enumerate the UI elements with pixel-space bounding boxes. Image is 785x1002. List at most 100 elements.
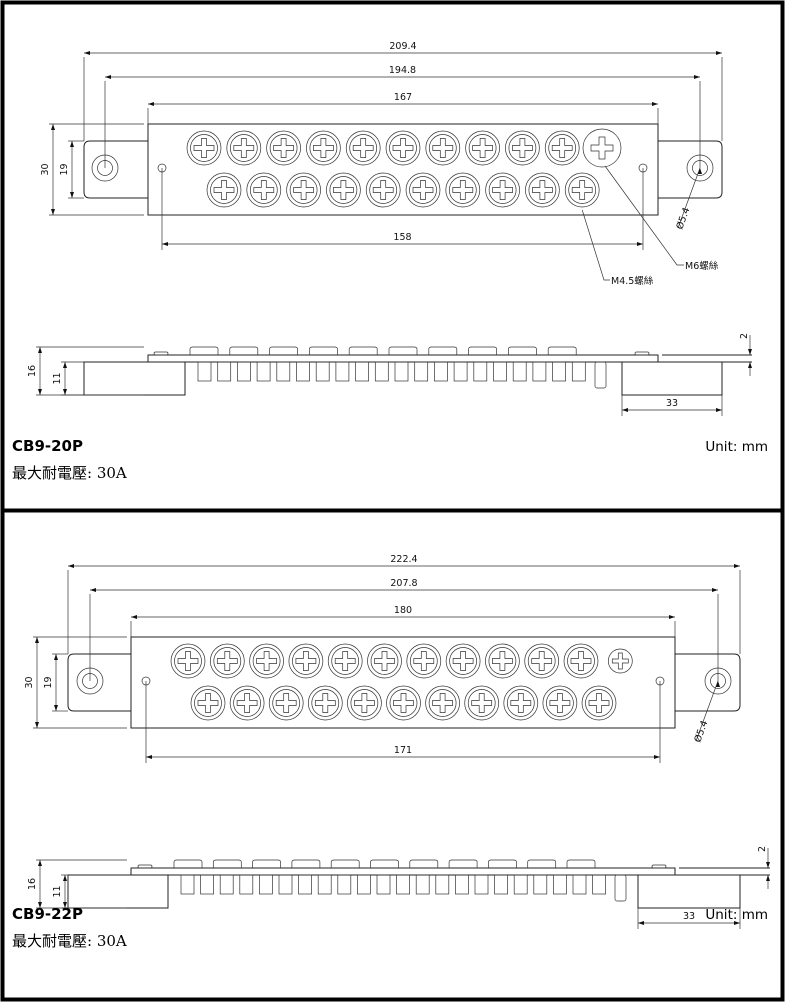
arrowhead: [38, 389, 42, 395]
screw-washer: [306, 130, 341, 166]
terminal-tooth: [259, 874, 273, 895]
side-screw-head: [348, 346, 378, 355]
arrowhead: [694, 75, 700, 79]
block-height-dim-label: 11: [52, 885, 63, 897]
screw-washer: [485, 643, 520, 679]
cross-slot-icon: [213, 180, 235, 200]
screw-washer: [564, 172, 600, 208]
screw-washer: [581, 685, 617, 721]
terminal-tooth: [513, 874, 528, 895]
screw-head: [585, 689, 613, 717]
screw-head: [370, 647, 399, 675]
cross-slot-icon: [233, 138, 255, 158]
screw-head: [229, 134, 258, 162]
arrowhead: [51, 209, 55, 215]
arrowhead: [748, 362, 752, 368]
arrowhead: [162, 242, 168, 246]
arrowhead: [63, 902, 67, 908]
cross-slot-icon: [216, 651, 238, 671]
screw-washer: [405, 172, 441, 208]
terminal-tooth: [533, 874, 548, 895]
screw-washer: [524, 643, 560, 679]
block-width-label: 33: [683, 911, 695, 922]
plate-thickness-label: 2: [757, 846, 768, 852]
terminal-tooth: [355, 361, 369, 382]
screw-head: [233, 689, 261, 717]
cross-slot-icon: [275, 693, 297, 713]
screw-washer: [249, 643, 284, 679]
arrowhead: [38, 860, 42, 866]
cross-slot-icon: [432, 693, 453, 713]
body-length-dim-label: 180: [394, 605, 412, 616]
screw-washer: [266, 130, 301, 166]
rating-label: 最大耐電壓: 30A: [12, 464, 127, 482]
height-dim-label: 30: [40, 163, 51, 175]
terminal-tooth: [335, 361, 350, 382]
cross-slot-icon: [413, 651, 435, 671]
arrowhead: [84, 51, 90, 55]
terminal-tooth: [219, 874, 234, 895]
cross-slot-icon: [590, 136, 614, 160]
screw-washer: [464, 685, 500, 721]
screw-head: [269, 134, 298, 162]
screw-washer: [327, 643, 363, 679]
cross-slot-icon: [354, 693, 375, 713]
screw-washer: [209, 643, 245, 679]
cross-slot-icon: [333, 180, 354, 200]
screw-head: [369, 176, 398, 204]
terminal-tooth: [256, 361, 271, 382]
screw-washer: [345, 130, 381, 166]
cross-slot-icon: [295, 651, 317, 671]
side-screw-head: [189, 346, 219, 355]
arrowhead: [63, 389, 67, 395]
terminal-body: [130, 636, 676, 729]
screw-washer: [326, 172, 361, 208]
terminal-tooth: [296, 361, 310, 382]
terminal-tooth: [494, 874, 508, 895]
arrowhead: [148, 102, 154, 106]
arrowhead: [35, 637, 39, 643]
screw-head: [213, 647, 242, 675]
cross-slot-icon: [236, 693, 258, 713]
cross-slot-icon: [293, 180, 314, 200]
side-screw-head: [488, 859, 517, 868]
side-screw-post: [614, 874, 627, 902]
arrowhead: [63, 875, 67, 881]
terminal-tooth: [200, 874, 214, 895]
screw-washer: [505, 130, 540, 166]
screw-head: [272, 689, 301, 717]
side-screw-head: [547, 346, 577, 355]
cross-slot-icon: [571, 180, 593, 200]
right-mount-block: [637, 874, 741, 909]
arrowhead: [90, 588, 96, 592]
screw-washer: [503, 685, 539, 721]
screw-washer: [563, 643, 599, 679]
terminal-tooth: [376, 874, 391, 895]
terminal-tooth: [571, 361, 586, 382]
left-mounting-ear: [67, 653, 131, 712]
cross-slot-icon: [432, 138, 454, 158]
cross-slot-icon: [256, 651, 277, 671]
arrowhead: [716, 408, 722, 412]
panel-2-frame: [0, 508, 785, 1002]
screw-washer: [385, 130, 421, 166]
ear-hole-spacing-dim-label: 194.8: [389, 65, 416, 76]
cross-slot-icon: [412, 180, 434, 200]
m6-leader: [604, 165, 684, 266]
rating-label: 最大耐電壓: 30A: [12, 932, 127, 950]
cross-slot-icon: [372, 180, 394, 200]
side-locating-pin: [634, 351, 650, 356]
arrowhead: [652, 102, 658, 106]
screw-head: [527, 647, 556, 675]
side-screw-head: [330, 859, 360, 868]
screw-washer: [465, 130, 500, 166]
model-label: CB9-20P: [12, 437, 83, 455]
side-screw-head: [229, 346, 259, 355]
arrowhead: [105, 75, 111, 79]
terminal-tooth: [337, 874, 352, 895]
side-screw-head: [468, 346, 497, 355]
cross-slot-icon: [452, 180, 474, 200]
side-locating-pin: [153, 351, 169, 356]
cross-slot-icon: [177, 651, 199, 671]
side-body-plate: [130, 867, 676, 876]
